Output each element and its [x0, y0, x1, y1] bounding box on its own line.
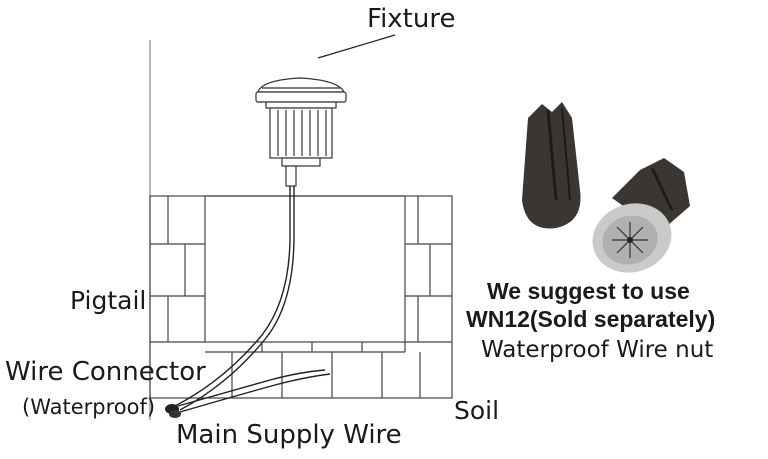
main-supply-wire-label: Main Supply Wire: [176, 420, 402, 450]
soil-wall: [149, 195, 453, 399]
waterproof-label: (Waterproof): [22, 395, 156, 419]
wire-connector: [165, 404, 181, 418]
pigtail-label: Pigtail: [70, 286, 147, 315]
fixture-label: Fixture: [367, 4, 456, 34]
fixture-icon: [255, 77, 347, 187]
fixture-leader-line: [317, 34, 396, 59]
wire-connector-label: Wire Connector: [5, 357, 206, 387]
wire-nut-icon: [522, 102, 690, 273]
soil-label: Soil: [454, 396, 500, 425]
suggestion-line-3: Waterproof Wire nut: [481, 337, 714, 363]
suggestion-line-1: We suggest to use: [487, 278, 690, 304]
wires: [174, 186, 331, 413]
suggestion-line-2: WN12(Sold separately): [466, 306, 716, 332]
